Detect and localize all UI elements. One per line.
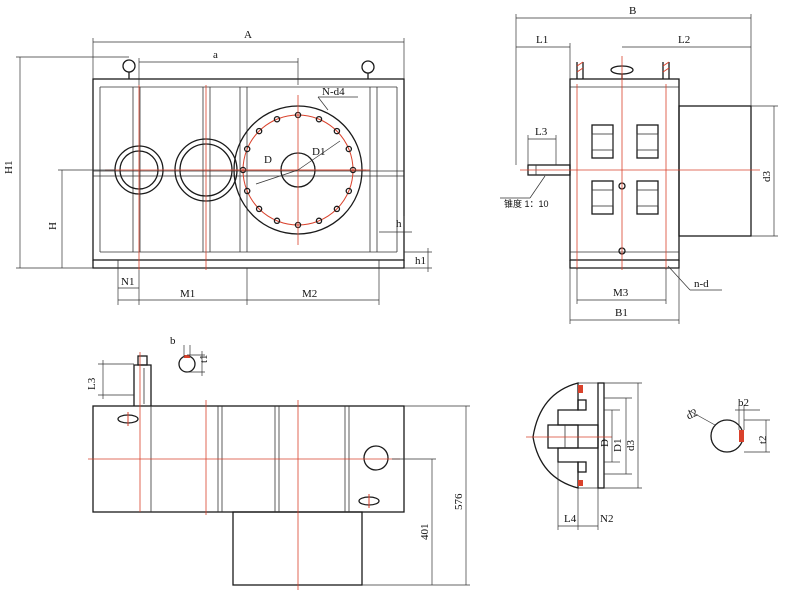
- dim-N-d4: N-d4: [322, 86, 345, 98]
- dim-M3: M3: [613, 287, 629, 299]
- dim-L2: L2: [678, 34, 690, 46]
- lifting-eye-right-icon: [361, 60, 375, 74]
- bolt-hole: [315, 217, 323, 225]
- dim-detail-D: D: [599, 439, 611, 447]
- dim-A: A: [244, 29, 252, 41]
- dim-B1: B1: [615, 307, 628, 319]
- bolt-hole: [273, 217, 281, 225]
- dim-h1: h1: [415, 255, 426, 267]
- bolt-hole: [243, 187, 251, 195]
- dim-401: 401: [419, 524, 431, 541]
- dim-D1: D1: [312, 146, 325, 158]
- dim-detail-d3: d3: [625, 440, 637, 452]
- side-view: B L1 L2 L3 锥度 1：10 d3 M3 B1 n-d: [500, 5, 778, 324]
- output-key-section: [710, 419, 744, 453]
- dim-D: D: [264, 154, 272, 166]
- dim-M2: M2: [302, 288, 317, 300]
- dim-L3-side: L3: [535, 126, 548, 138]
- dim-detail-D1: D1: [612, 439, 624, 452]
- dim-b-top: b: [170, 335, 176, 347]
- bolt-hole: [255, 205, 263, 213]
- key-section-view: b2 t2 d2: [685, 397, 770, 453]
- dim-t2: t2: [757, 435, 769, 444]
- top-view: L3 b t1 401 576: [86, 335, 470, 590]
- bolt-hole: [255, 127, 263, 135]
- dim-L4: L4: [564, 513, 577, 525]
- dim-d3-side: d3: [761, 171, 773, 183]
- dim-M1: M1: [180, 288, 195, 300]
- bolt-hole: [273, 115, 281, 123]
- dim-L3-top: L3: [86, 377, 98, 390]
- bolt-hole: [243, 145, 251, 153]
- dim-B: B: [629, 5, 636, 17]
- dim-N1: N1: [121, 276, 134, 288]
- dim-H1: H1: [3, 161, 15, 174]
- dim-b2: b2: [738, 397, 749, 409]
- side-shaft-housing: [678, 105, 752, 237]
- flange-detail-view: D D1 d3 L4 N2: [526, 382, 642, 530]
- bolt-hole: [345, 187, 353, 195]
- dim-d2: d2: [685, 407, 700, 423]
- input-key-section: [178, 355, 196, 373]
- dim-h: h: [396, 218, 402, 230]
- front-view: D D1 N-d4 A a H1 H h h1: [3, 29, 432, 305]
- taper-note: 锥度 1：10: [504, 198, 549, 209]
- dim-n-d: n-d: [694, 278, 709, 290]
- front-housing: [92, 78, 405, 261]
- dim-576: 576: [453, 493, 465, 510]
- bolt-hole: [345, 145, 353, 153]
- dim-t1: t1: [198, 354, 210, 363]
- detail-shaft: [547, 424, 599, 449]
- bolt-hole: [315, 115, 323, 123]
- lifting-eye-left-icon: [122, 59, 136, 73]
- side-housing: [569, 78, 680, 261]
- dim-L1: L1: [536, 34, 548, 46]
- bolt-hole: [333, 205, 341, 213]
- top-output-shaft-end: [363, 445, 389, 471]
- bolt-hole: [333, 127, 341, 135]
- top-output-housing: [232, 511, 363, 586]
- dim-a: a: [213, 49, 218, 61]
- dim-H: H: [47, 222, 59, 230]
- dim-N2: N2: [600, 513, 613, 525]
